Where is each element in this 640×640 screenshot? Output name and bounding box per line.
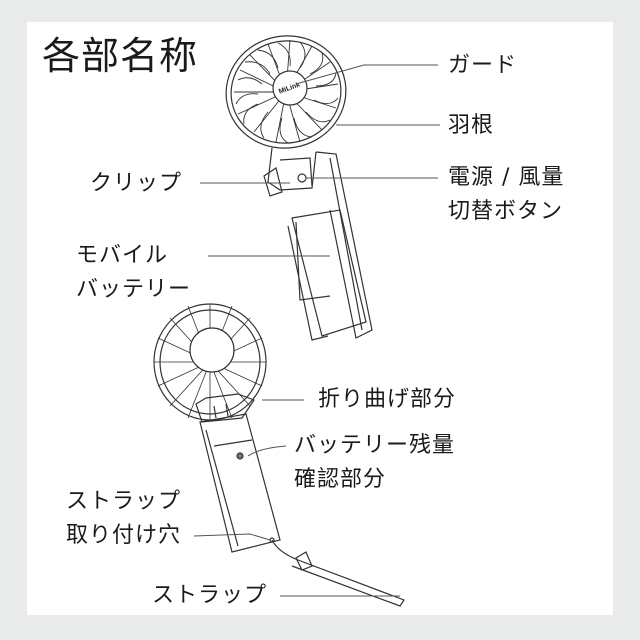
label-battery-line1: モバイル [76,243,169,268]
label-battery-level-line2: 確認部分 [294,467,387,492]
label-fold: 折り曲げ部分 [318,387,457,412]
label-strap: ストラップ [152,583,268,608]
label-clip: クリップ [90,171,183,196]
page-title: 各部名称 [42,34,199,78]
label-strap-hole-line2: 取り付け穴 [66,523,182,548]
battery-indicator-icon [236,452,244,460]
handle-icon [199,413,281,553]
label-power-button-line2: 切替ボタン [448,199,564,224]
label-strap-hole-line1: ストラップ [66,489,182,514]
fan-guard-icon [225,35,347,149]
strap-icon [271,539,405,607]
fan-hub [272,70,308,106]
clip-icon [315,151,373,339]
leader-lines [193,64,440,597]
label-guard: ガード [448,53,518,78]
label-battery-line2: バッテリー [76,277,192,302]
power-button-icon [297,173,307,183]
battery-icon [291,209,367,337]
fan-blades-icon [234,39,339,144]
label-power-button-line1: 電源 / 風量 [448,165,565,190]
label-battery-level-line1: バッテリー残量 [294,433,456,458]
label-blade: 羽根 [448,113,495,138]
diagram-panel [27,22,613,615]
